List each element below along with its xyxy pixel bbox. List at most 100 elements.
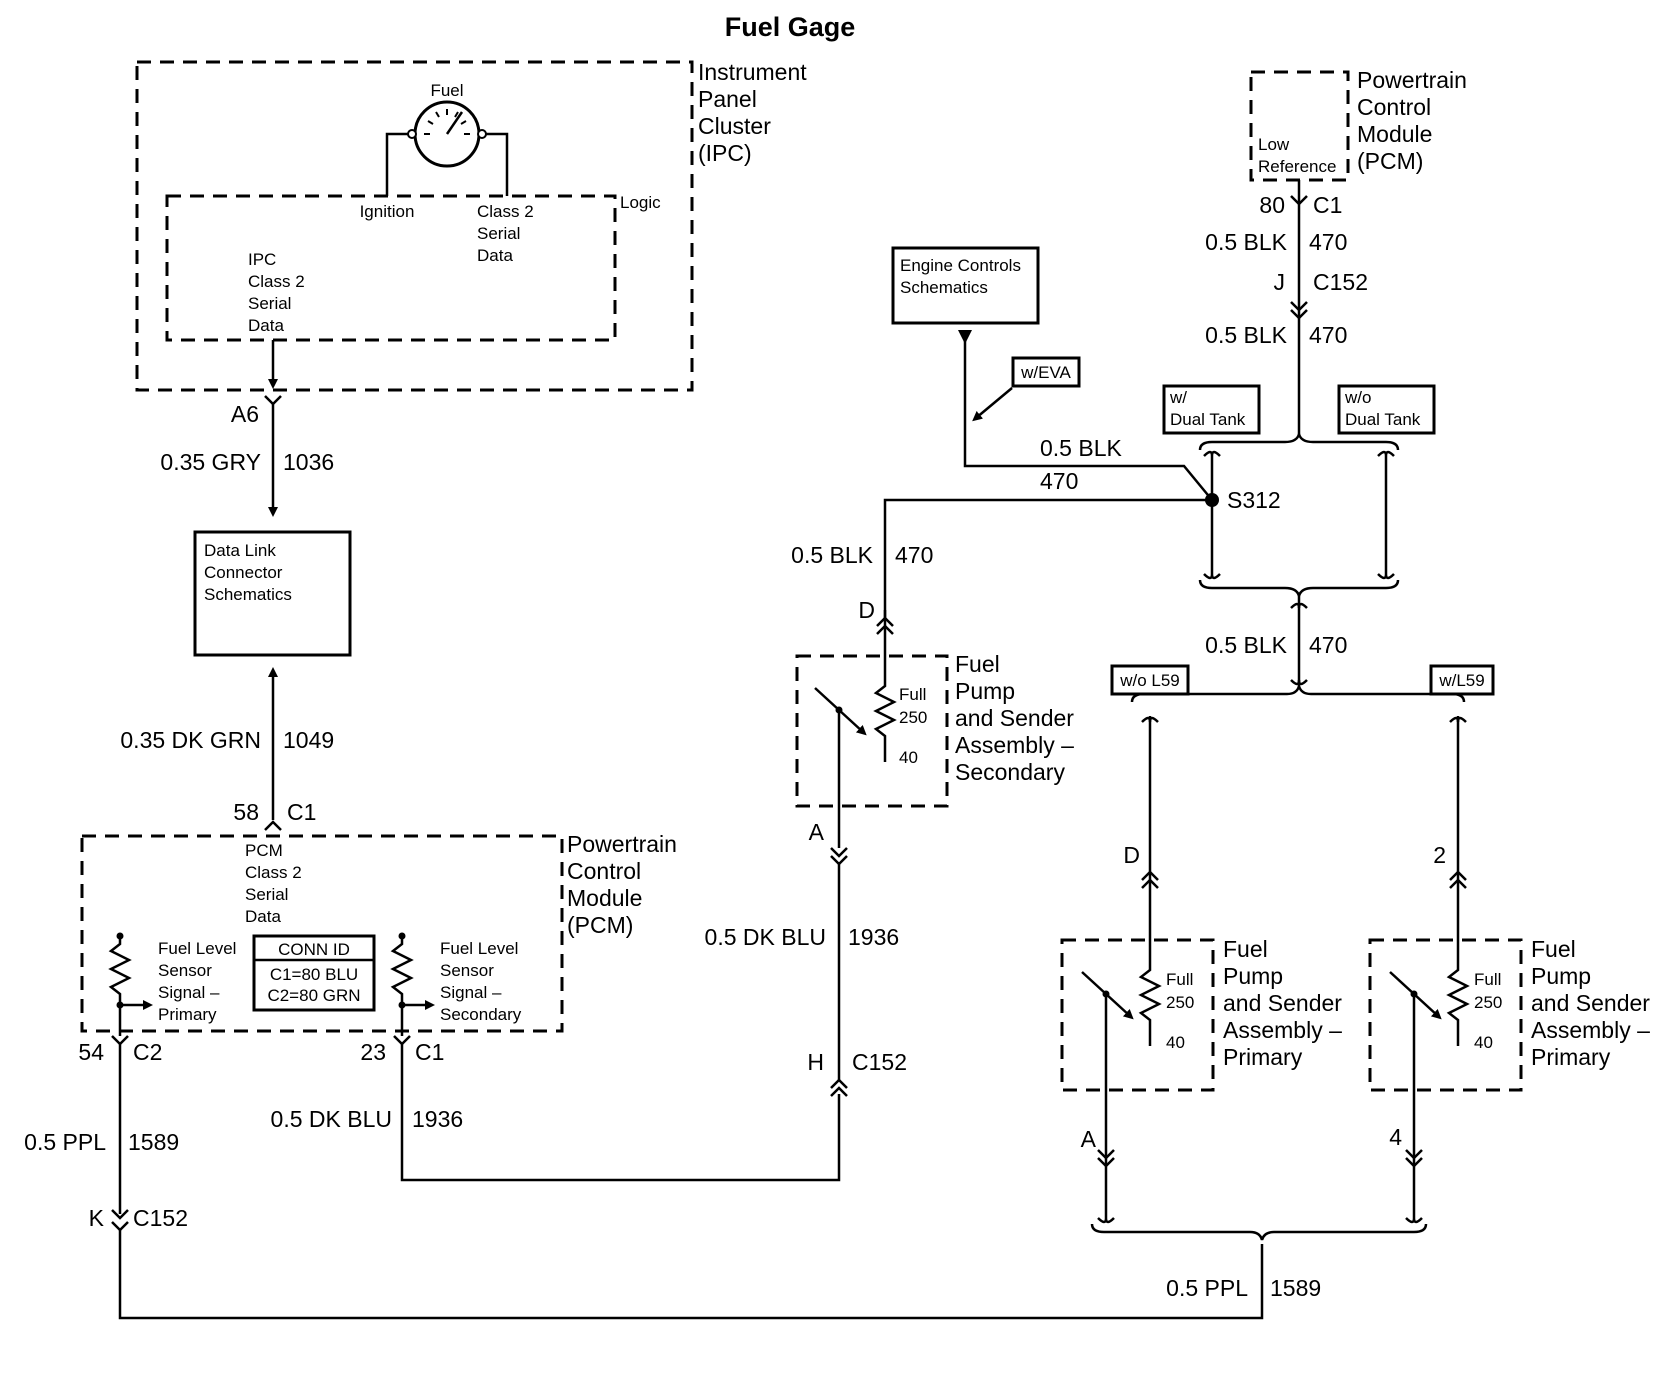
w-dual-tank-tag (1162, 384, 1261, 435)
pri-left-250: 250 (1166, 993, 1194, 1012)
ecs-line-1: Engine Controls (900, 256, 1021, 275)
w-dual-line-1: w/ (1169, 388, 1187, 407)
wire-470-number-3: 470 (1309, 632, 1347, 658)
pri-right-full: Full (1474, 970, 1501, 989)
conn-id-header: CONN ID (278, 940, 350, 959)
pri-left-name-2: Pump (1223, 963, 1283, 989)
dlc-line-2: Connector (204, 563, 283, 582)
pri-right-40: 40 (1474, 1033, 1493, 1052)
ipc-class2-line-2: Class 2 (248, 272, 305, 291)
wo-l59-label: w/o L59 (1119, 671, 1180, 690)
conn-id-c1: C1=80 BLU (270, 965, 358, 984)
sec-sender-name-4: Assembly – (955, 732, 1074, 758)
c152-label-j: C152 (1313, 269, 1368, 295)
c152-label-k: C152 (133, 1205, 188, 1231)
ecs-arrow-icon (958, 330, 972, 344)
pcm-top-conn-c1: C1 (1313, 192, 1342, 218)
wire-1036-number: 1036 (283, 449, 334, 475)
primary-left-pin-d: D (1123, 842, 1140, 868)
ipc-class2-line-1: IPC (248, 250, 276, 269)
sec-sender-250: 250 (899, 708, 927, 727)
wire-1049-number: 1049 (283, 727, 334, 753)
pcm-name-3: Module (567, 885, 642, 911)
conn-id-c2: C2=80 GRN (267, 986, 360, 1005)
wire-470-gauge-3: 0.5 BLK (1205, 632, 1287, 658)
pcm-top-name-2: Control (1357, 94, 1431, 120)
fuel-gauge-icon (407, 100, 487, 168)
pcm-name-1: Powertrain (567, 831, 677, 857)
wire-1049-gauge: 0.35 DK GRN (120, 727, 261, 753)
gauge-label: Fuel (430, 81, 463, 100)
primary-sensor-resistor-icon (108, 932, 153, 1036)
wire-470-number-2: 470 (1309, 322, 1347, 348)
secondary-pin-a: A (809, 819, 825, 845)
sender-primary-left: Full 250 40 (1060, 716, 1215, 1224)
pri-left-name-1: Fuel (1223, 936, 1268, 962)
wire-1036-gauge: 0.35 GRY (160, 449, 261, 475)
pri-right-name-2: Pump (1531, 963, 1591, 989)
w-eva-tag (1011, 356, 1081, 388)
wire-1936-number-right: 1936 (848, 924, 899, 950)
w-l59-label: w/L59 (1438, 671, 1484, 690)
pri-right-name-4: Assembly – (1531, 1017, 1650, 1043)
primary-sensor-line-1: Fuel Level (158, 939, 236, 958)
wo-l59-tag (1110, 664, 1190, 696)
pcm-boundary (80, 834, 564, 1033)
class2-line-1: Class 2 (477, 202, 534, 221)
pcm-top-name-1: Powertrain (1357, 67, 1467, 93)
pri-left-40: 40 (1166, 1033, 1185, 1052)
engine-controls-box (891, 246, 1040, 325)
low-ref-line-2: Reference (1258, 157, 1336, 176)
pri-left-name-5: Primary (1223, 1044, 1303, 1070)
ipc-class2-line-3: Serial (248, 294, 291, 313)
wo-dual-tank-tag (1337, 384, 1436, 435)
primary-return-brace (1090, 1223, 1428, 1241)
pcm-name-2: Control (567, 858, 641, 884)
sec-sender-full: Full (899, 685, 926, 704)
wire-1589-number-right: 1589 (1270, 1275, 1321, 1301)
sec-sender-name-3: and Sender (955, 705, 1074, 731)
pri-right-name-5: Primary (1531, 1044, 1611, 1070)
conn-id-table (252, 934, 376, 1012)
wire-1589-gauge-right: 0.5 PPL (1166, 1275, 1248, 1301)
wire-1589-number: 1589 (128, 1129, 179, 1155)
w-eva-label: w/EVA (1020, 363, 1071, 382)
pcm-conn-c1-top: C1 (287, 799, 316, 825)
pri-right-250: 250 (1474, 993, 1502, 1012)
pcm-module-top: Low Reference Powertrain Control Module … (1249, 67, 1467, 218)
w-l59-tag (1429, 664, 1495, 696)
wire-470-number-sec: 470 (895, 542, 933, 568)
primary-sensor-line-3: Signal – (158, 983, 220, 1002)
pcm-module-bottom: Powertrain Control Module (PCM) PCM Clas… (80, 831, 677, 1036)
ipc-module: Instrument Panel Cluster (IPC) Fuel Logi… (135, 59, 807, 392)
ipc-name-1: Instrument (698, 59, 807, 85)
class2-line-3: Data (477, 246, 513, 265)
wire-470-number-ecm: 470 (1040, 468, 1078, 494)
pcm-conn-c1-bottom: C1 (415, 1039, 444, 1065)
pcm-class2-line-2: Class 2 (245, 863, 302, 882)
wire-1589-gauge: 0.5 PPL (24, 1129, 106, 1155)
secondary-sensor-resistor-icon (390, 932, 435, 1036)
sec-sender-name-5: Secondary (955, 759, 1065, 785)
secondary-sensor-line-3: Signal – (440, 983, 502, 1002)
sec-sender-40: 40 (899, 748, 918, 767)
wo-dual-line-2: Dual Tank (1345, 410, 1421, 429)
pcm-top-name-4: (PCM) (1357, 148, 1423, 174)
pcm-c2-connector-icon (111, 1035, 129, 1046)
sec-sender-name-2: Pump (955, 678, 1015, 704)
pcm-pin-23: 23 (360, 1039, 386, 1065)
wire-1936-gauge-right: 0.5 DK BLU (705, 924, 826, 950)
wire-470: 0.5 BLK 470 0.5 BLK 470 S312 0.5 BLK 470 (791, 195, 1466, 703)
sender-secondary: Full 250 40 (795, 610, 949, 848)
primary-left-pin-a: A (1081, 1126, 1097, 1152)
pcm-top-name-3: Module (1357, 121, 1432, 147)
diagram-title: Fuel Gage (725, 12, 856, 42)
wire-470-gauge-1: 0.5 BLK (1205, 229, 1287, 255)
c152-label-h: C152 (852, 1049, 907, 1075)
wire-1936: 0.5 DK BLU 1936 0.5 DK BLU 1936 H C152 A (271, 819, 907, 1182)
dlc-line-3: Schematics (204, 585, 292, 604)
ipc-logic-boundary (165, 194, 617, 342)
pcm-class2-line-3: Serial (245, 885, 288, 904)
wire-470-gauge-ecm: 0.5 BLK (1040, 435, 1122, 461)
wire-1589: 0.5 PPL 1589 K C152 0.5 PPL 1589 (24, 1044, 1321, 1320)
